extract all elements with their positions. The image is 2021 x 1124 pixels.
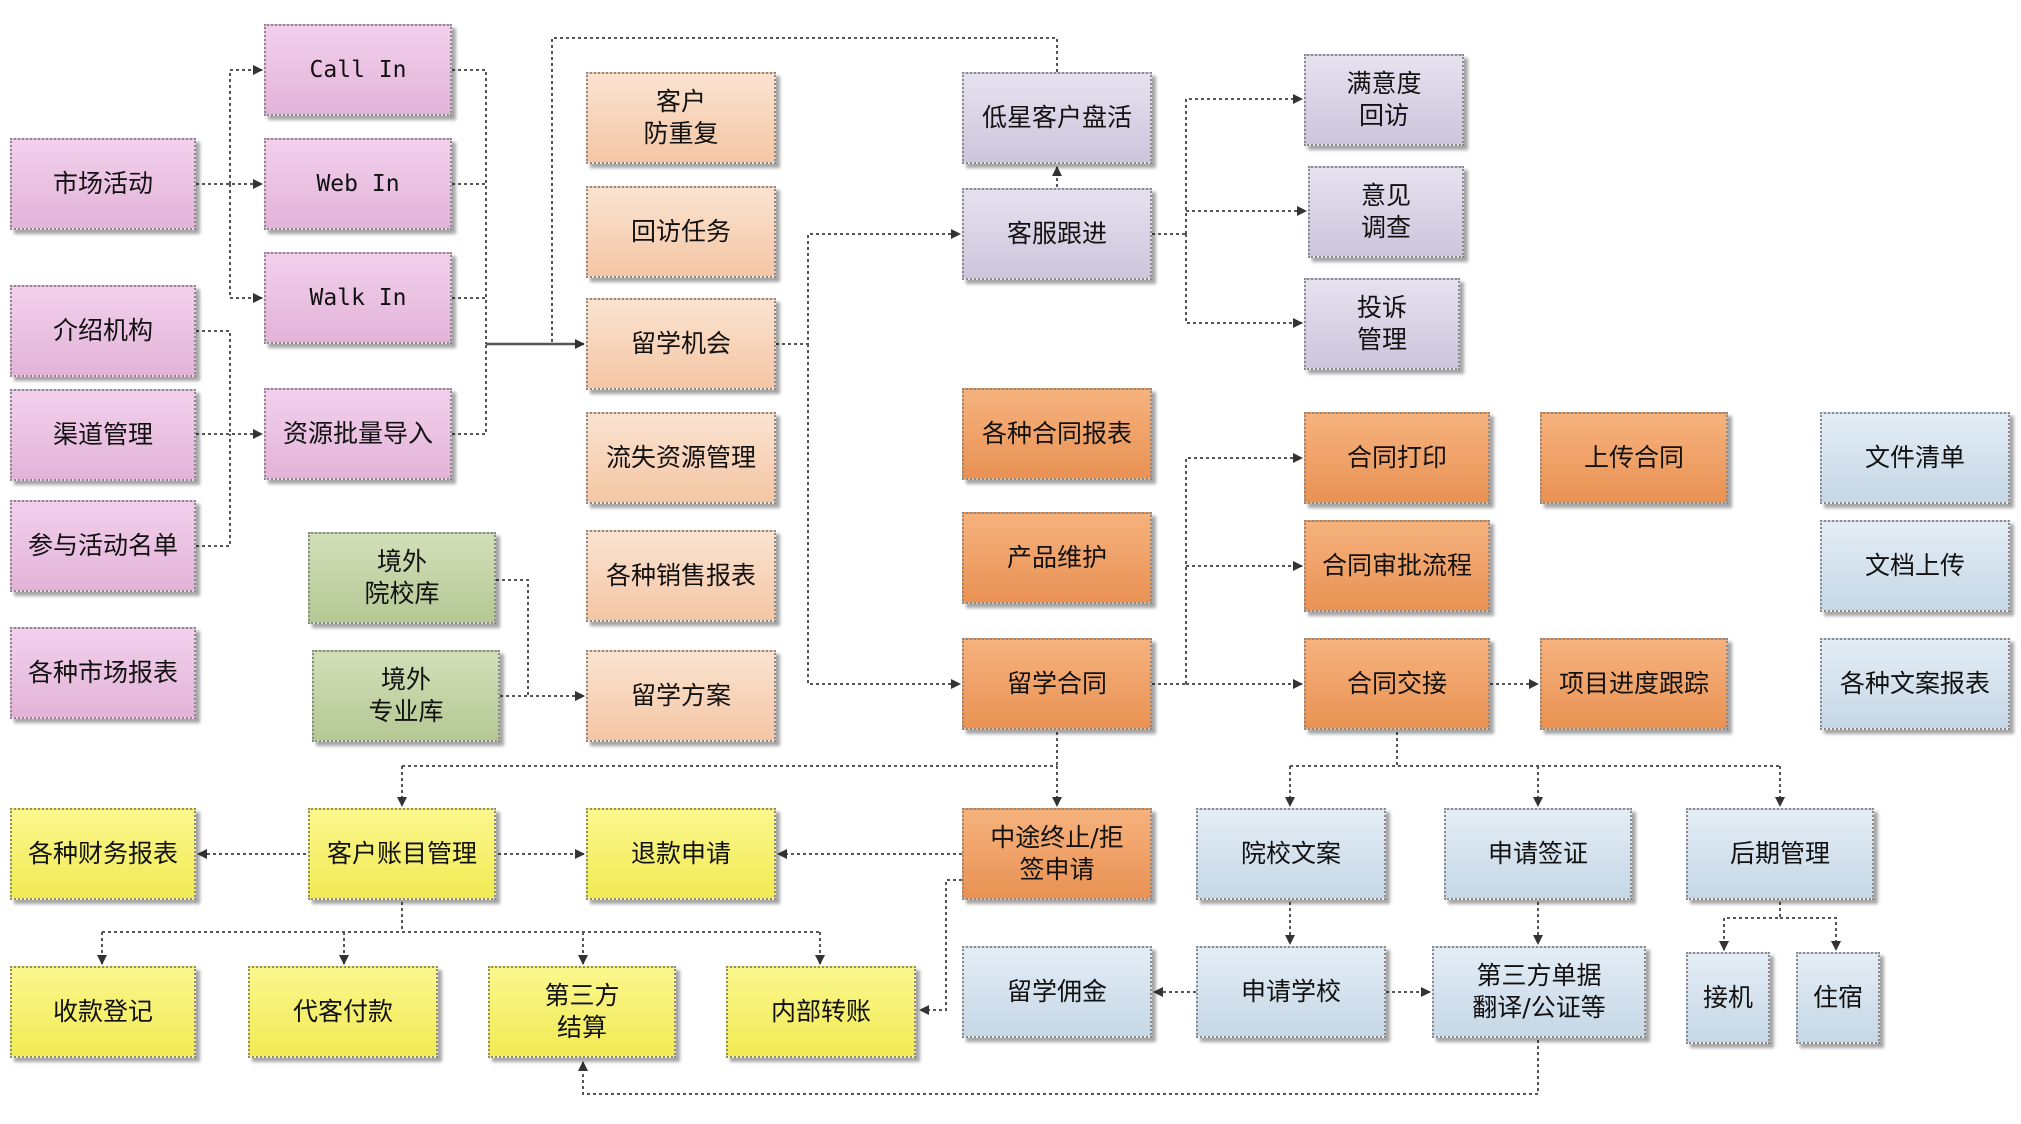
edge-post-to-accom — [1780, 917, 1841, 951]
node-study-commission[interactable]: 留学佣金 — [962, 946, 1152, 1038]
node-receipt-register[interactable]: 收款登记 — [10, 966, 196, 1058]
node-upload-contract[interactable]: 上传合同 — [1540, 412, 1728, 504]
node-walk-in[interactable]: Walk In — [264, 252, 452, 344]
node-third-party-settle[interactable]: 第三方 结算 — [488, 966, 676, 1058]
node-activity-list[interactable]: 参与活动名单 — [10, 500, 196, 592]
edge-list-to-import — [196, 434, 231, 547]
node-copywriting-reports[interactable]: 各种文案报表 — [1820, 638, 2010, 730]
edge-cs-to-satisfaction — [1185, 94, 1303, 234]
node-customer-account[interactable]: 客户账目管理 — [308, 808, 496, 900]
node-project-progress[interactable]: 项目进度跟踪 — [1540, 638, 1728, 730]
node-opinion-survey[interactable]: 意见 调查 — [1308, 166, 1464, 258]
node-revisit-task[interactable]: 回访任务 — [586, 186, 776, 278]
edge-docs-to-settlement — [578, 1040, 1539, 1095]
node-market-activity[interactable]: 市场活动 — [10, 138, 196, 230]
node-lost-resource[interactable]: 流失资源管理 — [586, 412, 776, 504]
node-termination-request[interactable]: 中途终止/拒 签申请 — [962, 808, 1152, 900]
node-study-plan[interactable]: 留学方案 — [586, 650, 776, 742]
node-satisfaction-revisit[interactable]: 满意度 回访 — [1304, 54, 1464, 146]
node-payment-on-behalf[interactable]: 代客付款 — [248, 966, 438, 1058]
node-call-in[interactable]: Call In — [264, 24, 452, 116]
node-post-mgmt[interactable]: 后期管理 — [1686, 808, 1874, 900]
edge-opportunity-to-cs — [776, 229, 961, 345]
edge-termination-to-transfer — [919, 879, 962, 1015]
node-sales-reports[interactable]: 各种销售报表 — [586, 530, 776, 622]
node-contract-approval[interactable]: 合同审批流程 — [1304, 520, 1490, 612]
node-apply-school[interactable]: 申请学校 — [1196, 946, 1386, 1038]
edge-cs-to-complaint — [1185, 234, 1303, 328]
edge-call-to-bus — [452, 69, 487, 344]
node-web-in[interactable]: Web In — [264, 138, 452, 230]
node-study-contract[interactable]: 留学合同 — [962, 638, 1152, 730]
node-internal-transfer[interactable]: 内部转账 — [726, 966, 916, 1058]
node-refund-request[interactable]: 退款申请 — [586, 808, 776, 900]
edge-market-to-walk — [229, 184, 263, 303]
node-study-opportunity[interactable]: 留学机会 — [586, 298, 776, 390]
node-accommodation[interactable]: 住宿 — [1796, 952, 1880, 1044]
edge-opportunity-to-contract — [807, 344, 961, 689]
node-cs-followup[interactable]: 客服跟进 — [962, 188, 1152, 280]
node-overseas-major-db[interactable]: 境外 专业库 — [312, 650, 500, 742]
edge-referral-to-import — [196, 330, 231, 434]
edge-market-to-call — [229, 65, 263, 184]
node-finance-reports[interactable]: 各种财务报表 — [10, 808, 196, 900]
node-visa-apply[interactable]: 申请签证 — [1444, 808, 1632, 900]
node-channel-mgmt[interactable]: 渠道管理 — [10, 389, 196, 481]
edge-post-to-branch — [1719, 902, 1781, 951]
node-overseas-school-db[interactable]: 境外 院校库 — [308, 532, 496, 624]
node-file-list[interactable]: 文件清单 — [1820, 412, 2010, 504]
node-airport-pickup[interactable]: 接机 — [1686, 952, 1770, 1044]
node-third-party-docs[interactable]: 第三方单据 翻译/公证等 — [1432, 946, 1646, 1038]
edge-import-to-bus — [452, 344, 487, 435]
node-complaint-mgmt[interactable]: 投诉 管理 — [1304, 278, 1460, 370]
node-batch-import[interactable]: 资源批量导入 — [264, 388, 452, 480]
node-school-docs[interactable]: 院校文案 — [1196, 808, 1386, 900]
edge-contract-to-print — [1185, 453, 1303, 684]
node-market-reports[interactable]: 各种市场报表 — [10, 627, 196, 719]
node-referral-agency[interactable]: 介绍机构 — [10, 285, 196, 377]
node-contract-print[interactable]: 合同打印 — [1304, 412, 1490, 504]
node-contract-handover[interactable]: 合同交接 — [1304, 638, 1490, 730]
node-product-maint[interactable]: 产品维护 — [962, 512, 1152, 604]
edge-low-star-loop — [551, 37, 1058, 344]
node-doc-upload[interactable]: 文档上传 — [1820, 520, 2010, 612]
node-dedupe[interactable]: 客户 防重复 — [586, 72, 776, 164]
node-contract-reports[interactable]: 各种合同报表 — [962, 388, 1152, 480]
node-low-star-revive[interactable]: 低星客户盘活 — [962, 72, 1152, 164]
edge-schooldb-to-plan — [496, 579, 585, 701]
